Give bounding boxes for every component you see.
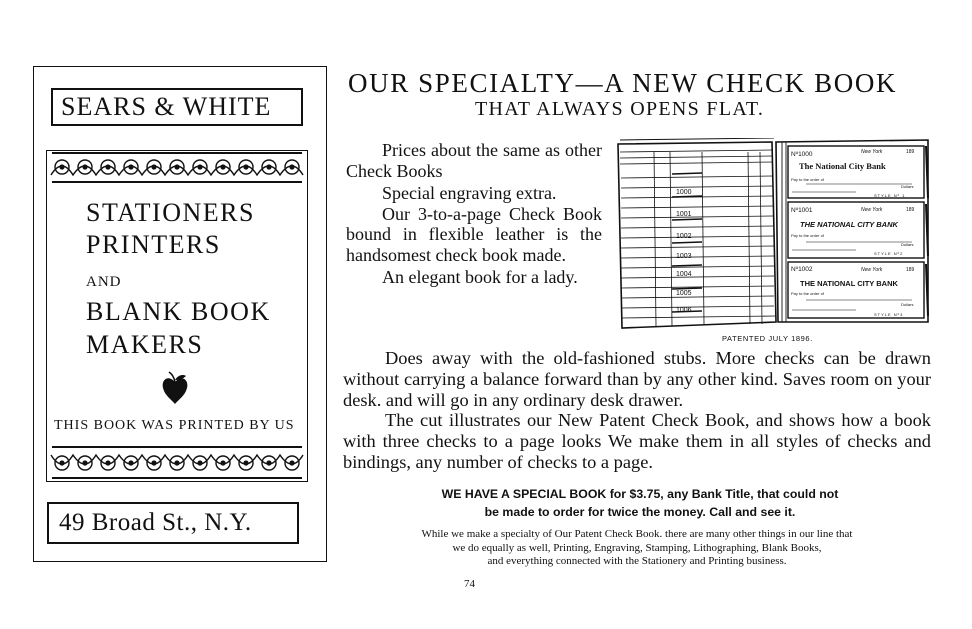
stub-number: 1004 xyxy=(676,271,692,278)
stub-number: 1005 xyxy=(676,290,692,297)
stub-numbers: 1000 1001 1002 1003 1004 1005 1006 xyxy=(676,189,692,314)
intro-paragraph: Our 3-to-a-page Check Book bound in flex… xyxy=(346,203,602,265)
ad-line-and: AND xyxy=(86,274,122,290)
heart-ornament-icon xyxy=(162,371,188,404)
check-book-illustration: 1000 1001 1002 1003 1004 1005 1006 Nº100… xyxy=(617,138,929,329)
check-bank-name: THE NATIONAL CITY BANK xyxy=(800,279,899,288)
ornament-band-top xyxy=(50,159,304,177)
check-place: New York xyxy=(861,207,883,213)
article-subheadline: THAT ALWAYS OPENS FLAT. xyxy=(475,98,765,120)
ornament-band-bottom xyxy=(50,453,304,471)
fine-print-line: and everything connected with the Statio… xyxy=(487,555,787,567)
check-year: 189 xyxy=(906,267,915,273)
ad-line-makers: MAKERS xyxy=(86,330,204,359)
company-address: 49 Broad St., N.Y. xyxy=(47,502,299,544)
intro-paragraph: Prices about the same as other Check Boo… xyxy=(346,140,602,181)
check-bank-name: The National City Bank xyxy=(799,161,886,171)
check-dollars: Dollars xyxy=(901,184,913,189)
check-place: New York xyxy=(861,149,883,155)
special-offer-line: WE HAVE A SPECIAL BOOK for $3.75, any Ba… xyxy=(441,487,839,501)
check-style: STYLE Nº3 xyxy=(874,312,903,317)
article-intro-column: Prices about the same as other Check Boo… xyxy=(346,140,602,288)
article-headline: OUR SPECIALTY—A NEW CHECK BOOK xyxy=(348,68,898,98)
ad-line-stationers: STATIONERS xyxy=(86,198,255,227)
check-dollars: Dollars xyxy=(901,242,913,247)
ornament-rule xyxy=(52,477,302,479)
illustration-caption: PATENTED JULY 1896. xyxy=(722,334,813,343)
special-offer-line: be made to order for twice the money. Ca… xyxy=(484,505,796,519)
check-place: New York xyxy=(861,267,883,273)
printed-by-note: THIS BOOK WAS PRINTED BY US xyxy=(54,418,295,433)
stub-number: 1000 xyxy=(676,189,692,196)
stub-number: 1006 xyxy=(676,307,692,314)
stub-number: 1002 xyxy=(676,233,692,240)
ad-line-printers: PRINTERS xyxy=(86,230,221,259)
check-pay-line: Pay to the order of xyxy=(791,291,825,296)
fine-print: While we make a specialty of Our Patent … xyxy=(340,528,934,569)
page-number: 74 xyxy=(464,578,475,590)
stub-number: 1001 xyxy=(676,211,692,218)
stub-number: 1003 xyxy=(676,253,692,260)
ornament-rule xyxy=(52,152,302,154)
company-name: SEARS & WHITE xyxy=(51,88,303,126)
check-bank-name: THE NATIONAL CITY BANK xyxy=(800,220,899,229)
check-year: 189 xyxy=(906,149,915,155)
advertisement-border xyxy=(33,66,327,562)
check-number: Nº1002 xyxy=(791,266,813,273)
article-body: Does away with the old-fashioned stubs. … xyxy=(343,348,931,473)
body-paragraph: Does away with the old-fashioned stubs. … xyxy=(343,348,931,410)
check-style: STYLE Nº2 xyxy=(874,251,903,256)
ornament-rule xyxy=(52,446,302,448)
fine-print-line: we do equally as well, Printing, Engravi… xyxy=(452,541,822,554)
check-year: 189 xyxy=(906,207,915,213)
ornament-rule xyxy=(52,181,302,183)
check-pay-line: Pay to the order of xyxy=(791,177,825,182)
intro-paragraph: Special engraving extra. xyxy=(382,183,557,203)
check-style: STYLE Nº 1 xyxy=(874,193,905,198)
ad-inner-frame xyxy=(46,150,308,482)
special-offer: WE HAVE A SPECIAL BOOK for $3.75, any Ba… xyxy=(360,485,920,521)
check-number: Nº1001 xyxy=(791,207,813,214)
check-number: Nº1000 xyxy=(791,151,813,158)
check-pay-line: Pay to the order of xyxy=(791,233,825,238)
ad-line-blank-book: BLANK BOOK xyxy=(86,297,271,326)
body-paragraph: The cut illustrates our New Patent Check… xyxy=(343,410,931,472)
intro-paragraph: An elegant book for a lady. xyxy=(382,267,578,287)
check-dollars: Dollars xyxy=(901,302,913,307)
fine-print-line: While we make a specialty of Our Patent … xyxy=(421,528,853,540)
